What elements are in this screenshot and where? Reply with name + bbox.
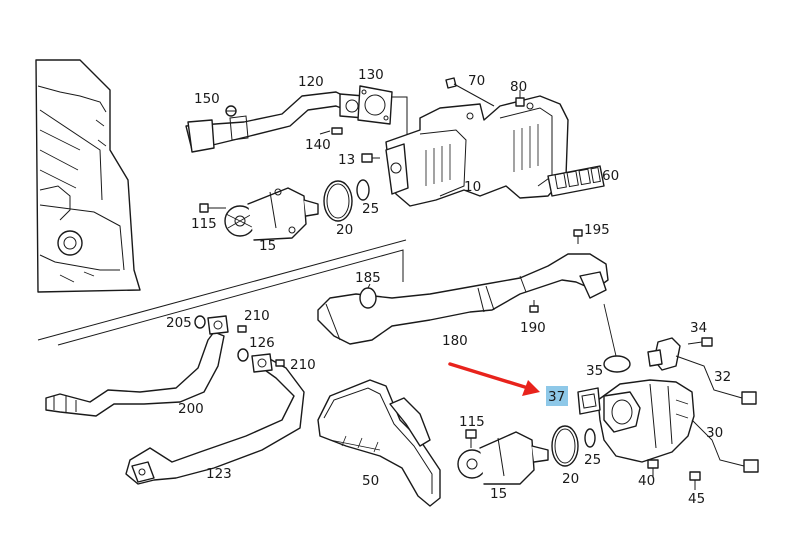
- callout-25-upper[interactable]: 25: [362, 201, 379, 217]
- callout-30[interactable]: 30: [706, 425, 723, 441]
- thermostat-housing-30: [597, 379, 695, 463]
- bolt-140: [319, 127, 343, 135]
- bolt-13: [361, 153, 380, 163]
- callout-70[interactable]: 70: [468, 73, 485, 89]
- pump-15-upper: [224, 187, 319, 241]
- callout-210-upper[interactable]: 210: [244, 308, 270, 324]
- bolt-80: [515, 90, 525, 107]
- banjo-fitting-210-upper: [207, 315, 247, 335]
- bolt-34: [687, 337, 713, 347]
- callout-126[interactable]: 126: [249, 335, 275, 351]
- gasket-130: [357, 85, 393, 125]
- engine-block: [35, 59, 141, 293]
- callout-40[interactable]: 40: [638, 473, 655, 489]
- bolt-195: [573, 229, 583, 244]
- callout-200[interactable]: 200: [178, 401, 204, 417]
- banjo-fitting-210-lower: [251, 353, 285, 373]
- callout-15-upper[interactable]: 15: [259, 238, 276, 254]
- o-ring-20-upper: [323, 180, 353, 222]
- callout-37-highlight: [546, 386, 568, 406]
- callout-35[interactable]: 35: [586, 363, 603, 379]
- gasket-60: [547, 165, 605, 197]
- bolt-40: [647, 459, 659, 478]
- callout-80[interactable]: 80: [510, 79, 527, 95]
- timing-chain-50: [317, 379, 441, 507]
- pump-15-lower: [457, 431, 549, 485]
- callout-205[interactable]: 205: [166, 315, 192, 331]
- callout-115-lower[interactable]: 115: [459, 414, 485, 430]
- bolt-150: [225, 105, 237, 117]
- callout-20-lower[interactable]: 20: [562, 471, 579, 487]
- bolt-45: [689, 471, 701, 490]
- gasket-37: [577, 387, 601, 415]
- o-ring-35: [603, 355, 631, 373]
- callout-150[interactable]: 150: [194, 91, 220, 107]
- callout-130[interactable]: 130: [358, 67, 384, 83]
- separator-line-lower: [57, 249, 404, 346]
- callout-195[interactable]: 195: [584, 222, 610, 238]
- callout-25-lower[interactable]: 25: [584, 452, 601, 468]
- sensor-cable-30: [691, 419, 759, 473]
- o-ring-25-upper: [356, 179, 370, 201]
- callout-37[interactable]: 37: [548, 389, 565, 405]
- callout-10[interactable]: 10: [464, 179, 481, 195]
- pointer-arrow: [448, 362, 530, 390]
- callout-210-lower[interactable]: 210: [290, 357, 316, 373]
- o-ring-126: [237, 348, 249, 362]
- callout-34[interactable]: 34: [690, 320, 707, 336]
- callout-50[interactable]: 50: [362, 473, 379, 489]
- sensor-32: [647, 337, 757, 405]
- callout-45[interactable]: 45: [688, 491, 705, 507]
- bolt-70: [445, 77, 495, 107]
- callout-13[interactable]: 13: [338, 152, 355, 168]
- callout-120[interactable]: 120: [298, 74, 324, 90]
- callout-185[interactable]: 185: [355, 270, 381, 286]
- o-ring-20-lower: [551, 425, 579, 467]
- callout-20-upper[interactable]: 20: [336, 222, 353, 238]
- o-ring-25-lower: [584, 428, 596, 448]
- callout-140[interactable]: 140: [305, 137, 331, 153]
- callout-60[interactable]: 60: [602, 168, 619, 184]
- bolt-190: [529, 300, 539, 313]
- separator-line-upper: [37, 239, 407, 341]
- o-ring-185: [359, 287, 377, 309]
- callout-123[interactable]: 123: [206, 466, 232, 482]
- callout-32[interactable]: 32: [714, 369, 731, 385]
- hose-200: [45, 331, 225, 417]
- pointer-arrow-head: [522, 380, 540, 396]
- coolant-pipe-180: [317, 253, 609, 345]
- bolt-115-lower: [465, 429, 477, 448]
- callout-190[interactable]: 190: [520, 320, 546, 336]
- callout-115-upper[interactable]: 115: [191, 216, 217, 232]
- callout-180[interactable]: 180: [442, 333, 468, 349]
- o-ring-205: [194, 315, 206, 329]
- egr-cooler-10: [385, 95, 569, 207]
- bolt-115-upper: [199, 203, 226, 213]
- callout-15-lower[interactable]: 15: [490, 486, 507, 502]
